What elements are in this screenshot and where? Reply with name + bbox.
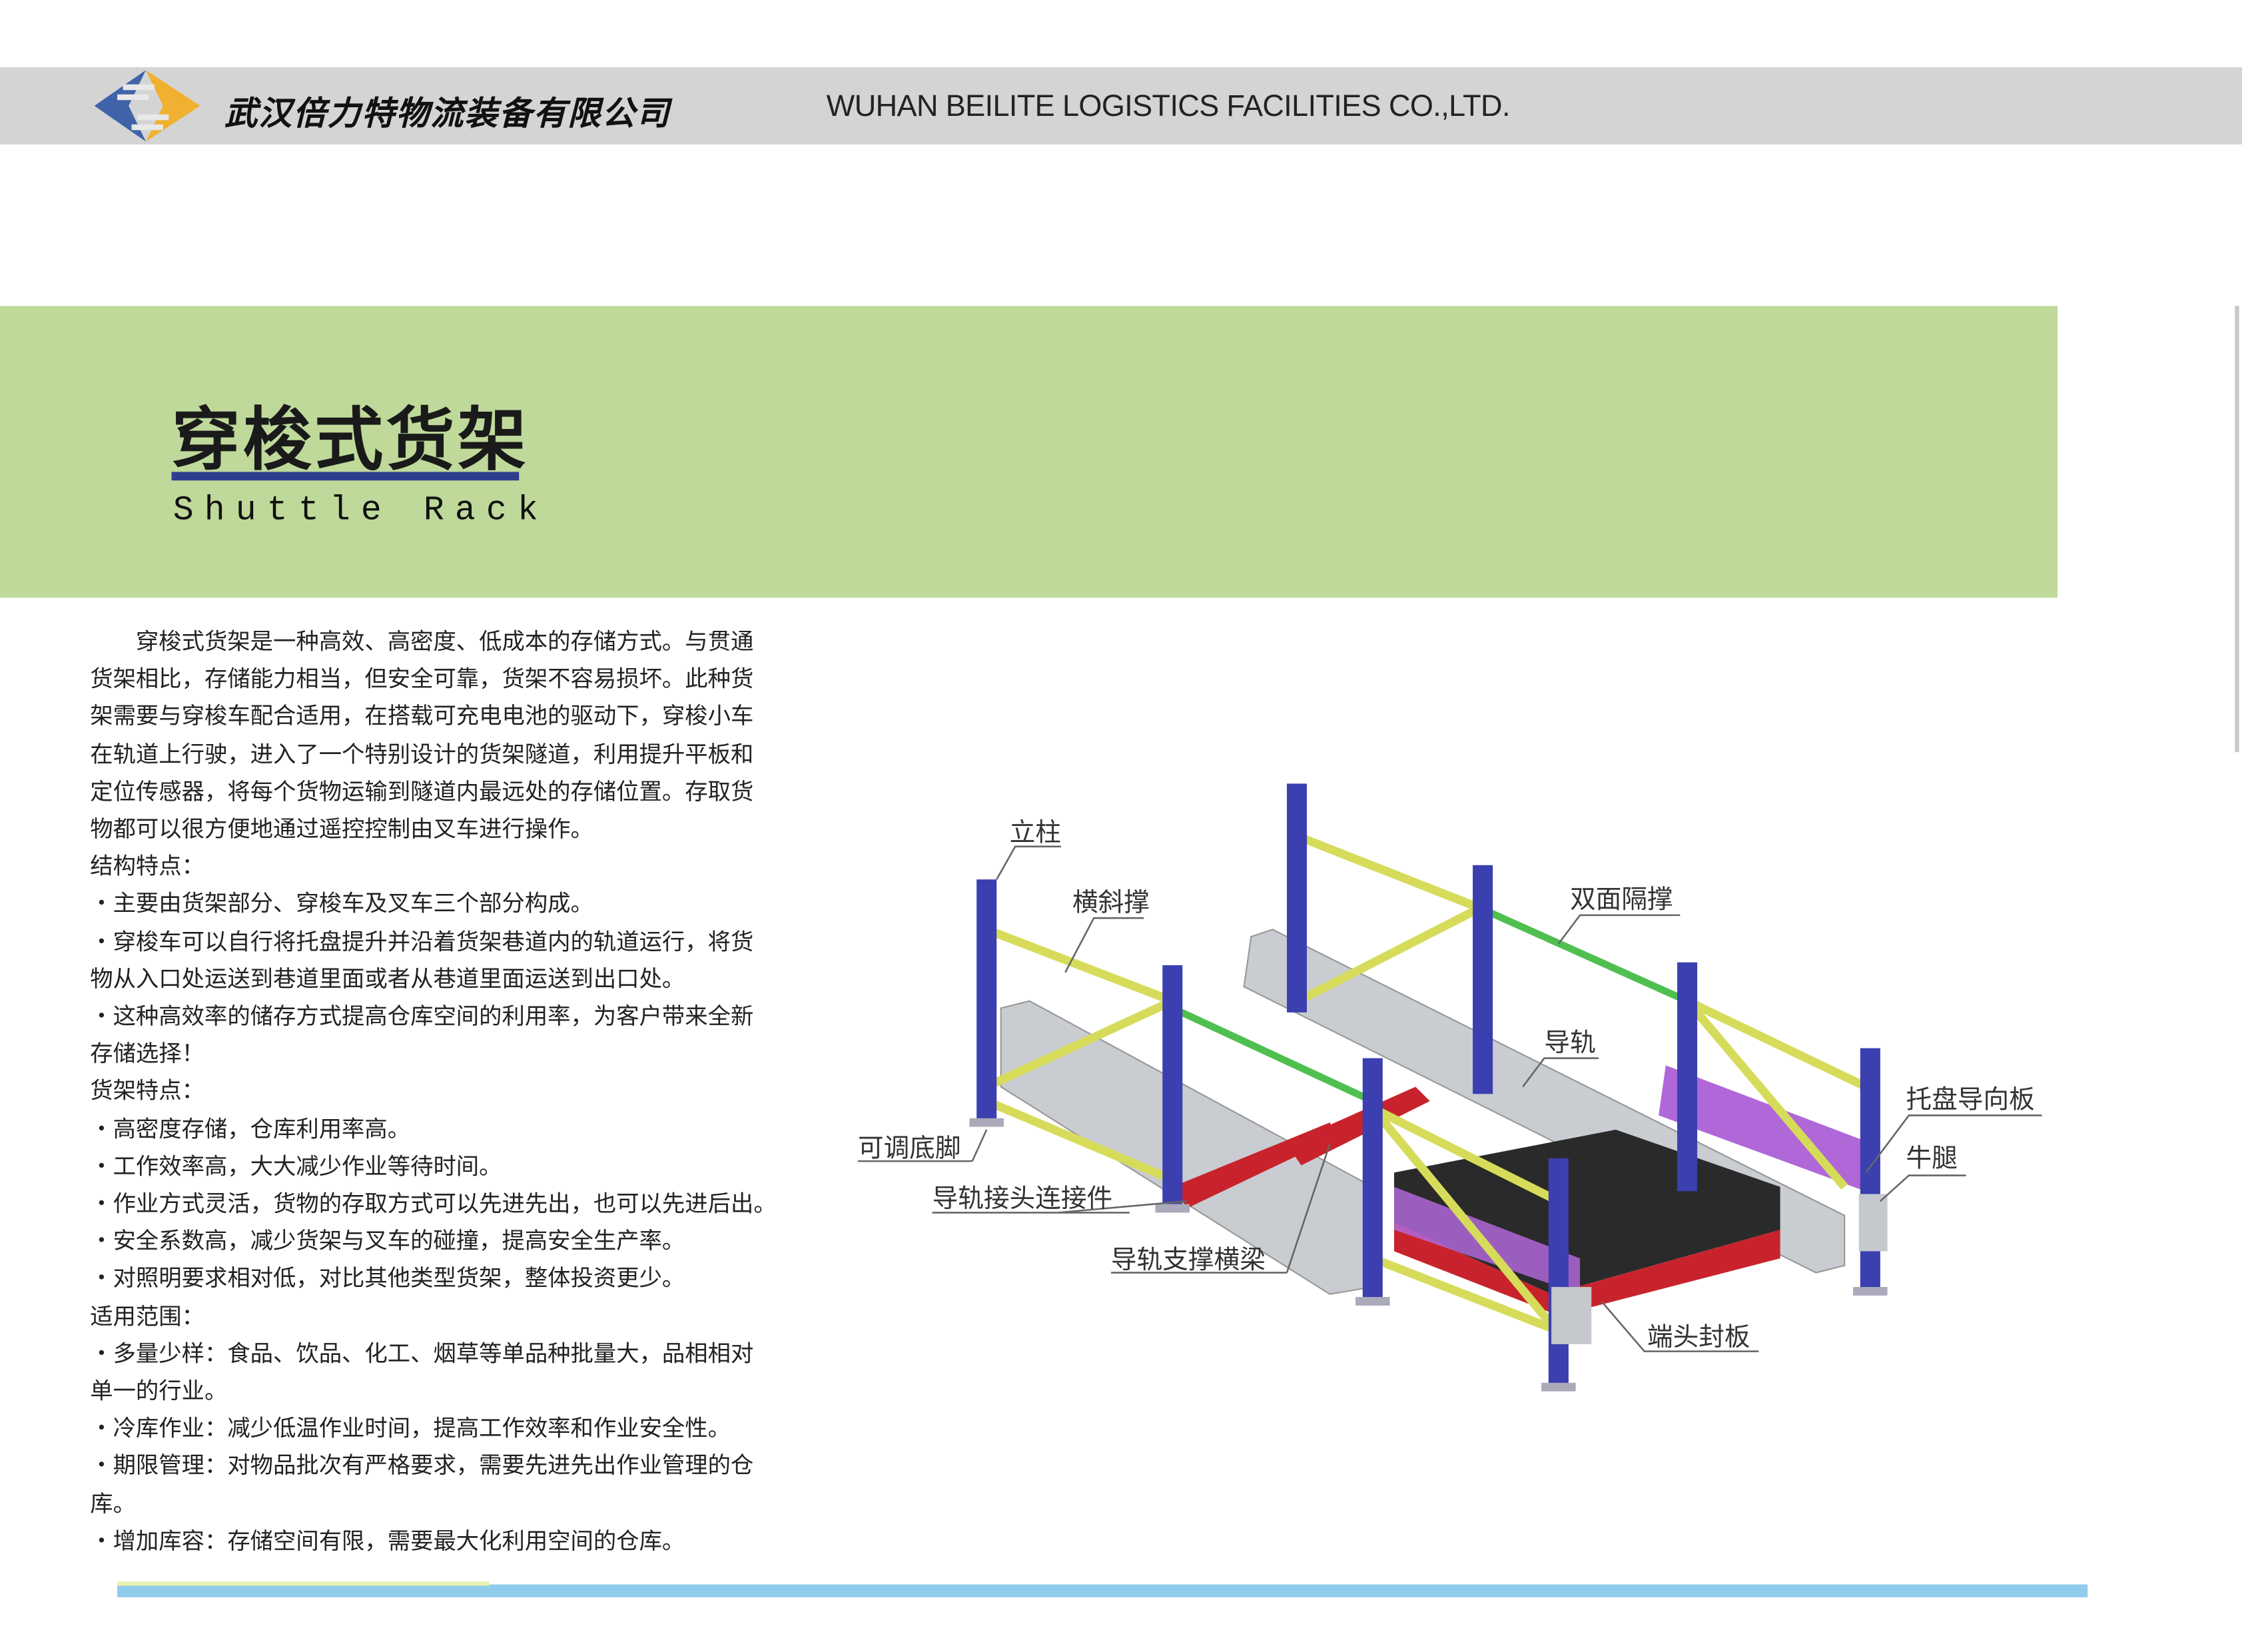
text-line: 货架相比，存储能力相当，但安全可靠，货架不容易损坏。此种货 [90, 665, 754, 693]
company-name-cn: 武汉倍力特物流装备有限公司 [224, 95, 671, 133]
text-line: ・安全系数高，减少货架与叉车的碰撞，提高安全生产率。 [90, 1227, 685, 1255]
label-guide-rail: 导轨 [1544, 1028, 1596, 1058]
text-line: 在轨道上行驶，进入了一个特别设计的货架隧道，利用提升平板和 [90, 740, 754, 767]
title-underline [171, 472, 520, 481]
text-line: ・这种高效率的储存方式提高仓库空间的利用率，为客户带来全新 [90, 1002, 754, 1030]
text-line: ・高密度存储，仓库利用率高。 [90, 1114, 411, 1142]
text-line: 存储选择！ [90, 1040, 205, 1067]
text-line: 物从入口处运送到巷道里面或者从巷道里面运送到出口处。 [90, 965, 685, 993]
text-line: 适用范围： [90, 1302, 205, 1330]
text-line: ・多量少样：食品、饮品、化工、烟草等单品种批量大，品相相对 [90, 1340, 754, 1367]
label-rail-joint: 导轨接头连接件 [932, 1184, 1113, 1214]
text-line: 单一的行业。 [90, 1377, 228, 1405]
page-title: 穿梭式货架 [171, 400, 530, 481]
footer-bar [117, 1584, 2088, 1597]
text-line: 架需要与穿梭车配合适用，在搭载可充电电池的驱动下，穿梭小车 [90, 702, 754, 730]
text-line: 定位传感器，将每个货物运输到隧道内最远处的存储位置。存取货 [90, 777, 754, 805]
text-line: ・主要由货架部分、穿梭车及叉车三个部分构成。 [90, 890, 593, 917]
text-line: ・穿梭车可以自行将托盘提升并沿着货架巷道内的轨道运行，将货 [90, 927, 754, 955]
text-line: 货架特点： [90, 1077, 205, 1105]
edge-divider [2235, 306, 2239, 753]
text-line: 库。 [90, 1489, 136, 1517]
footer-bar-highlight [117, 1581, 490, 1586]
text-line: ・冷库作业：减少低温作业时间，提高工作效率和作业安全性。 [90, 1414, 731, 1442]
label-end-plate: 端头封板 [1647, 1322, 1750, 1353]
label-cross-brace: 横斜撑 [1072, 888, 1150, 919]
text-line: 结构特点： [90, 852, 205, 880]
label-pallet-guide: 托盘导向板 [1906, 1085, 2035, 1116]
uprights [976, 783, 1880, 1388]
shuttle-rack-diagram [858, 783, 2042, 1392]
company-name-en: WUHAN BEILITE LOGISTICS FACILITIES CO.,L… [826, 90, 1511, 123]
label-upright: 立柱 [1009, 817, 1061, 848]
section-banner [0, 306, 2058, 598]
text-line: ・期限管理：对物品批次有严格要求，需要先进先出作业管理的仓 [90, 1451, 754, 1479]
text-line: 物都可以很方便地通过遥控控制由叉车进行操作。 [90, 815, 593, 843]
label-rail-support-beam: 导轨支撑横梁 [1110, 1245, 1266, 1276]
company-logo-icon [94, 70, 200, 142]
label-adjustable-foot: 可调底脚 [858, 1134, 961, 1164]
text-line: ・工作效率高，大大减少作业等待时间。 [90, 1152, 502, 1180]
description-text: 穿梭式货架是一种高效、高密度、低成本的存储方式。与贯通货架相比，存储能力相当，但… [90, 623, 848, 1560]
label-double-spacer: 双面隔撑 [1570, 885, 1673, 915]
header-bar [0, 67, 2242, 145]
text-line: ・对照明要求相对低，对比其他类型货架，整体投资更少。 [90, 1264, 685, 1292]
text-line: ・作业方式灵活，货物的存取方式可以先进先出，也可以先进后出。 [90, 1190, 777, 1217]
text-line: 穿梭式货架是一种高效、高密度、低成本的存储方式。与贯通 [90, 627, 754, 655]
text-line: ・增加库容：存储空间有限，需要最大化利用空间的仓库。 [90, 1527, 685, 1555]
label-bracket: 牛腿 [1906, 1144, 1958, 1174]
page-subtitle: Shuttle Rack [173, 492, 549, 531]
